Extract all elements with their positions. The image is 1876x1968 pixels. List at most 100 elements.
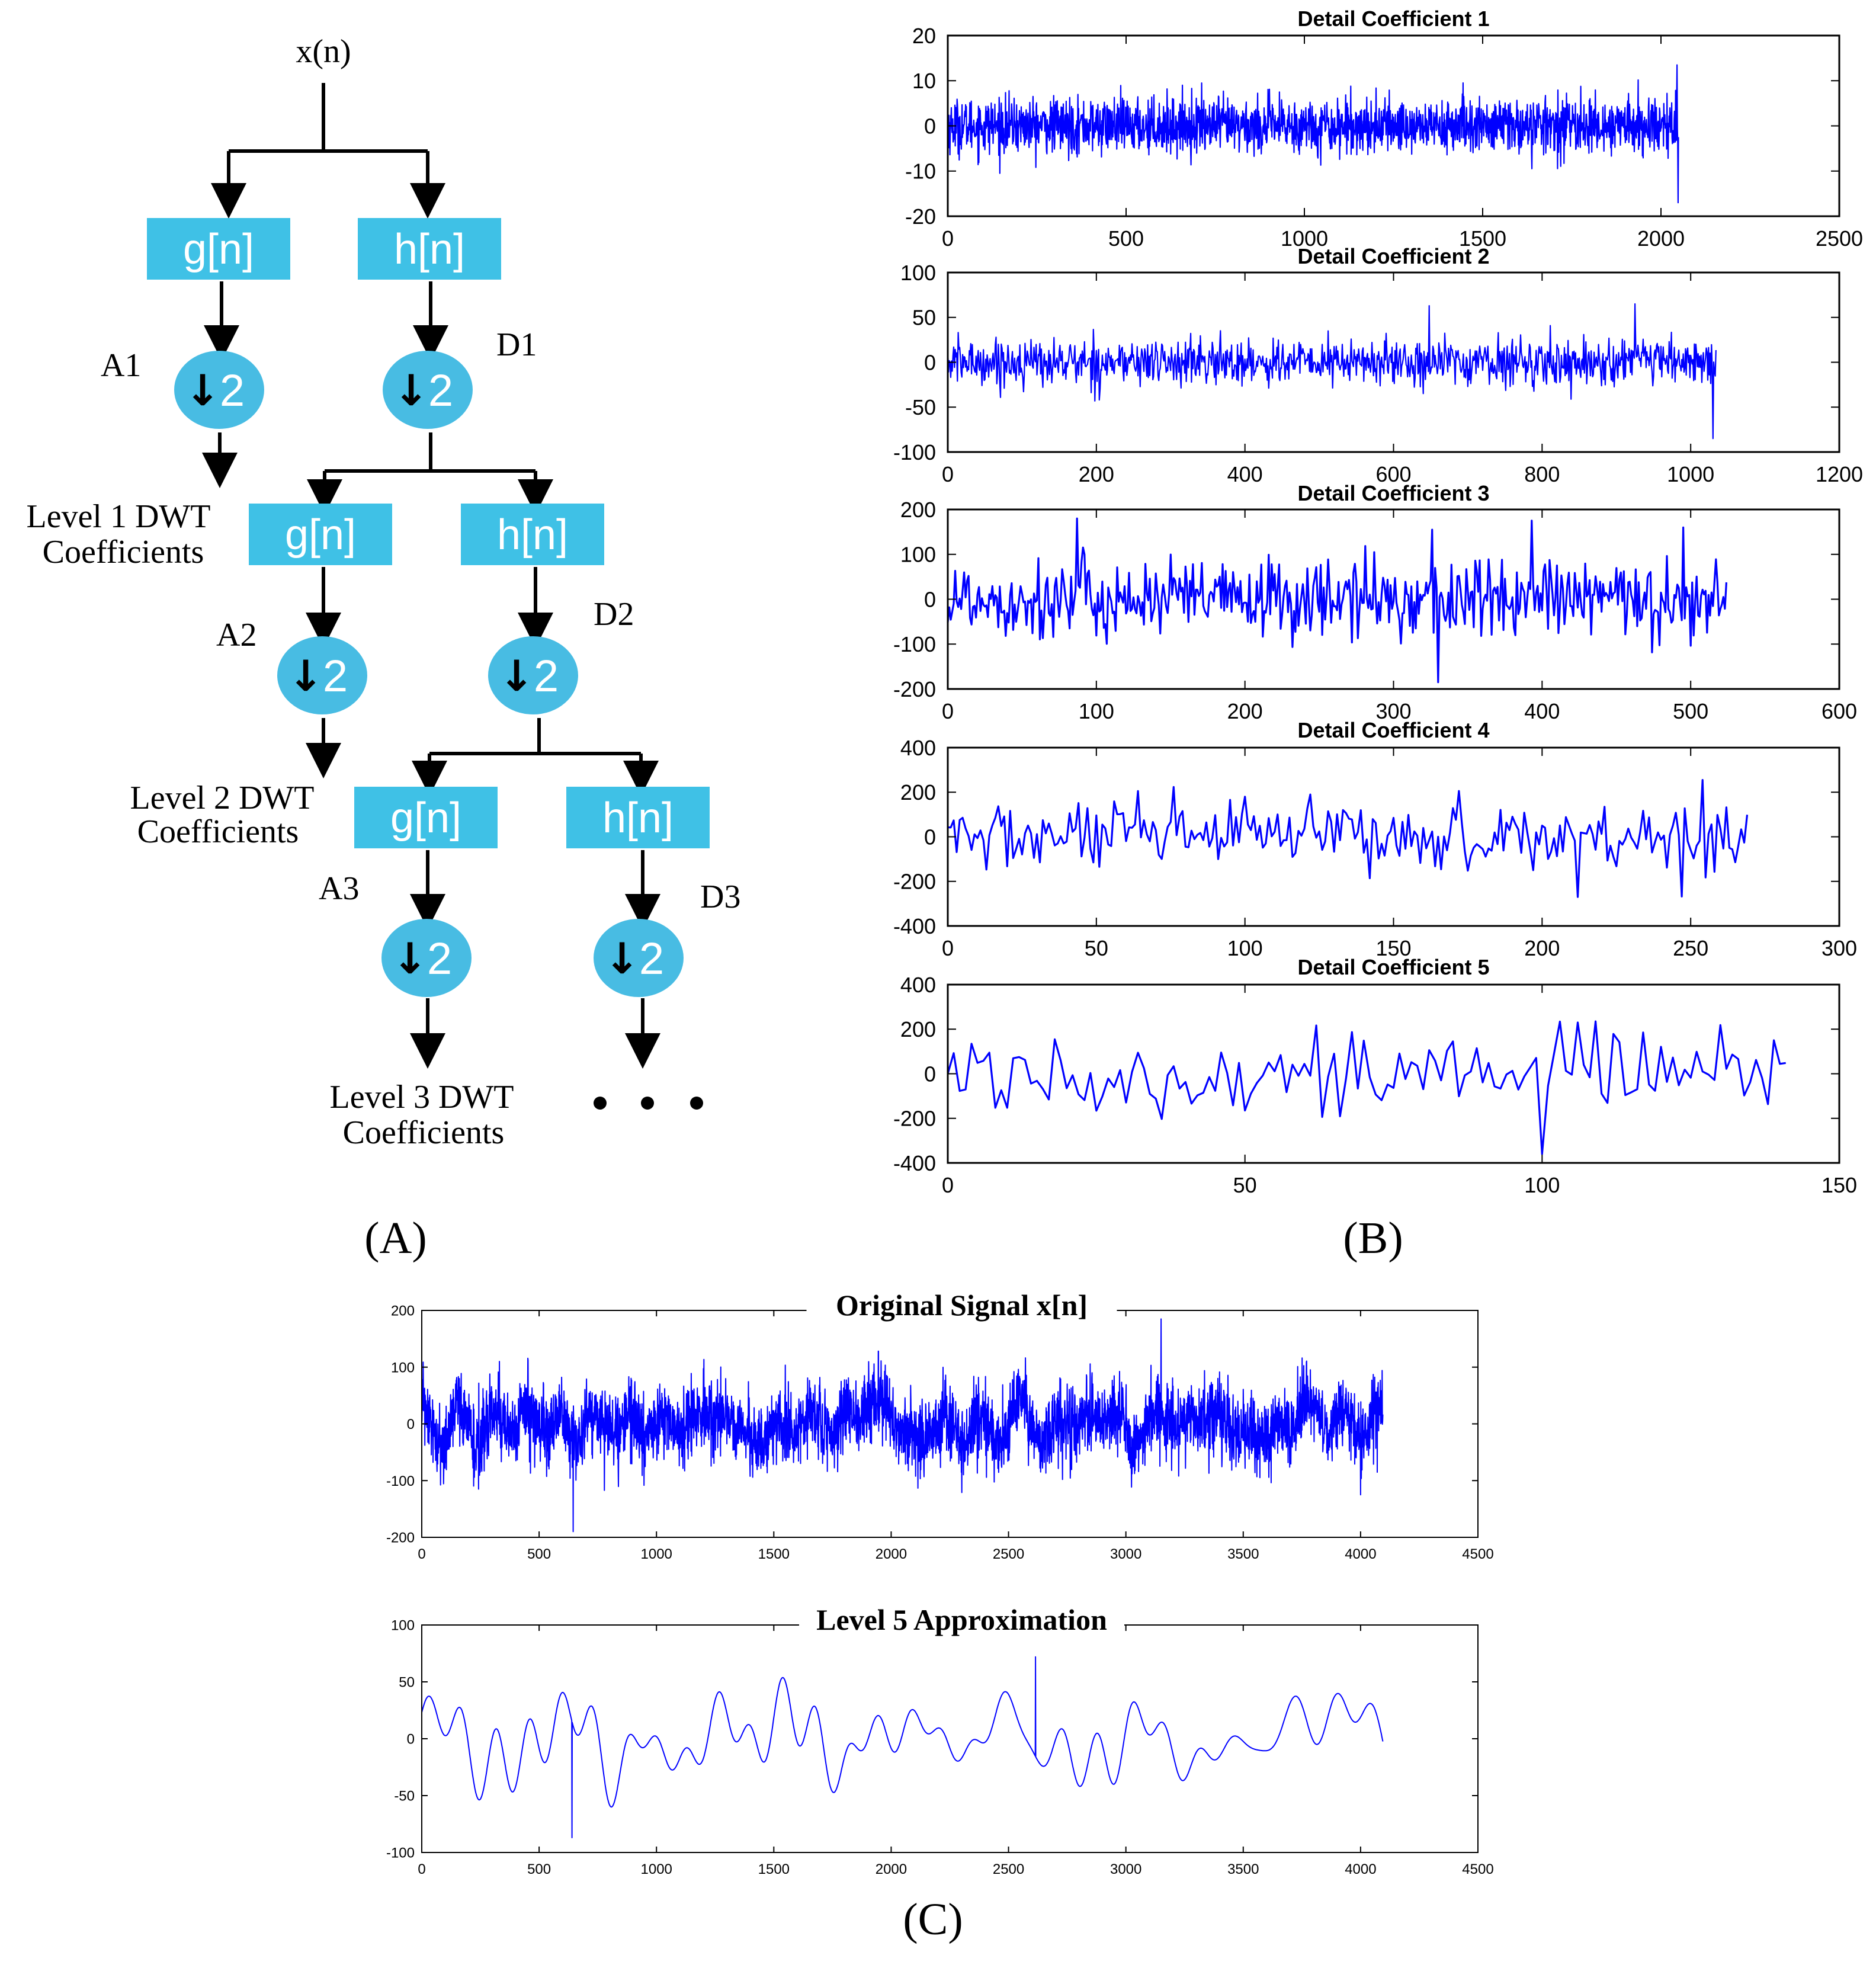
filter-label: g[n] bbox=[285, 511, 356, 559]
filter-label: h[n] bbox=[602, 794, 674, 842]
g-filter-box-3: g[n] bbox=[354, 787, 498, 848]
y-tick-label: -20 bbox=[905, 204, 936, 229]
x-tick-label: 50 bbox=[1085, 936, 1108, 960]
level2-label-line1: Level 2 DWT bbox=[130, 780, 315, 816]
x-tick-label: 500 bbox=[1673, 699, 1708, 723]
downsample-d2: ↓2 bbox=[488, 636, 578, 714]
filter-label: h[n] bbox=[497, 511, 568, 559]
y-tick-label: -50 bbox=[905, 395, 936, 419]
y-tick-label: 100 bbox=[391, 1618, 415, 1634]
y-tick-label: 0 bbox=[407, 1732, 415, 1748]
y-tick-label: -100 bbox=[386, 1473, 415, 1489]
downsample-a3: ↓2 bbox=[381, 919, 472, 997]
x-tick-label: 1000 bbox=[641, 1861, 672, 1877]
filter-label: g[n] bbox=[390, 794, 461, 842]
y-tick-label: 0 bbox=[407, 1416, 415, 1432]
downsample-a1: ↓2 bbox=[174, 351, 264, 429]
filter-label: g[n] bbox=[183, 226, 254, 273]
x-tick-label: 800 bbox=[1524, 462, 1560, 486]
y-tick-label: 0 bbox=[924, 1062, 936, 1086]
x-tick-label: 2000 bbox=[876, 1546, 907, 1562]
series-line-approx bbox=[421, 1656, 1384, 1838]
x-tick-label: 1200 bbox=[1816, 462, 1863, 486]
h-filter-box-1: h[n] bbox=[358, 218, 501, 280]
x-tick-label: 100 bbox=[1227, 936, 1263, 960]
x-tick-label: 400 bbox=[1227, 462, 1263, 486]
x-tick-label: 600 bbox=[1822, 699, 1857, 723]
title-background bbox=[806, 1293, 1117, 1322]
y-tick-label: 0 bbox=[924, 350, 936, 374]
level3-label-line1: Level 3 DWT bbox=[330, 1079, 514, 1116]
x-tick-label: 1500 bbox=[758, 1861, 790, 1877]
y-tick-label: -100 bbox=[893, 632, 936, 656]
d1-label: D1 bbox=[496, 326, 537, 363]
x-tick-label: 3500 bbox=[1227, 1546, 1259, 1562]
x-tick-label: 2000 bbox=[1637, 226, 1685, 251]
series-line-orig bbox=[421, 1318, 1384, 1533]
y-tick-label: 100 bbox=[391, 1360, 415, 1376]
chart-title: Detail Coefficient 2 bbox=[1297, 244, 1489, 268]
y-tick-label: 400 bbox=[900, 973, 936, 997]
chart-title: Detail Coefficient 5 bbox=[1297, 955, 1489, 979]
down-arrow-icon: ↓ bbox=[185, 366, 220, 415]
x-tick-label: 300 bbox=[1822, 936, 1857, 960]
x-tick-label: 250 bbox=[1673, 936, 1708, 960]
y-tick-label: 200 bbox=[900, 780, 936, 804]
x-tick-label: 200 bbox=[1227, 699, 1263, 723]
downsample-a2: ↓2 bbox=[277, 636, 367, 714]
y-tick-label: 50 bbox=[912, 306, 936, 330]
x-tick-label: 2500 bbox=[1816, 226, 1863, 251]
ellipsis-icon bbox=[594, 1097, 703, 1110]
chart-title: Level 5 Approximation bbox=[816, 1603, 1107, 1636]
x-tick-label: 1000 bbox=[1667, 462, 1714, 486]
y-tick-label: 400 bbox=[900, 736, 936, 760]
series-line-d4 bbox=[947, 779, 1749, 898]
x-tick-label: 1000 bbox=[1281, 226, 1328, 251]
g-filter-box-1: g[n] bbox=[147, 218, 290, 280]
x-tick-label: 0 bbox=[942, 1173, 954, 1197]
x-tick-label: 50 bbox=[1233, 1173, 1257, 1197]
x-tick-label: 4000 bbox=[1345, 1546, 1376, 1562]
chart-title: Detail Coefficient 3 bbox=[1297, 481, 1489, 505]
down-arrow-icon: ↓ bbox=[393, 366, 429, 415]
downsample-factor: 2 bbox=[428, 366, 453, 416]
filter-boxes: g[n]h[n]g[n]h[n]g[n]h[n]↓2↓2↓2↓2↓2↓2 bbox=[147, 218, 710, 997]
y-tick-label: 200 bbox=[900, 498, 936, 522]
downsample-d3: ↓2 bbox=[594, 919, 684, 997]
series-line-d3 bbox=[947, 517, 1727, 684]
x-tick-label: 0 bbox=[942, 462, 954, 486]
x-tick-label: 4000 bbox=[1345, 1861, 1376, 1877]
downsample-factor: 2 bbox=[323, 651, 348, 701]
y-tick-label: -400 bbox=[893, 914, 936, 938]
x-tick-label: 150 bbox=[1822, 1173, 1857, 1197]
downsample-d1: ↓2 bbox=[383, 351, 473, 429]
x-tick-label: 4500 bbox=[1462, 1546, 1493, 1562]
x-tick-label: 1500 bbox=[1459, 226, 1506, 251]
down-arrow-icon: ↓ bbox=[499, 651, 534, 701]
a3-label: A3 bbox=[319, 870, 359, 907]
y-tick-label: 200 bbox=[391, 1303, 415, 1319]
x-tick-label: 2500 bbox=[993, 1861, 1024, 1877]
y-tick-label: -50 bbox=[394, 1788, 415, 1804]
d2-label: D2 bbox=[594, 596, 634, 633]
y-tick-label: -100 bbox=[386, 1845, 415, 1861]
x-tick-label: 0 bbox=[418, 1861, 425, 1877]
x-tick-label: 2500 bbox=[993, 1546, 1024, 1562]
panel-b-label: (B) bbox=[1343, 1213, 1403, 1263]
d3-label: D3 bbox=[700, 879, 740, 915]
x-tick-label: 400 bbox=[1524, 699, 1560, 723]
g-filter-box-2: g[n] bbox=[249, 504, 392, 565]
dwt-tree-diagram bbox=[202, 83, 660, 1069]
x-tick-label: 3000 bbox=[1110, 1861, 1141, 1877]
a1-label: A1 bbox=[101, 347, 141, 384]
x-tick-label: 100 bbox=[1524, 1173, 1560, 1197]
chart-title: Detail Coefficient 4 bbox=[1297, 718, 1489, 742]
